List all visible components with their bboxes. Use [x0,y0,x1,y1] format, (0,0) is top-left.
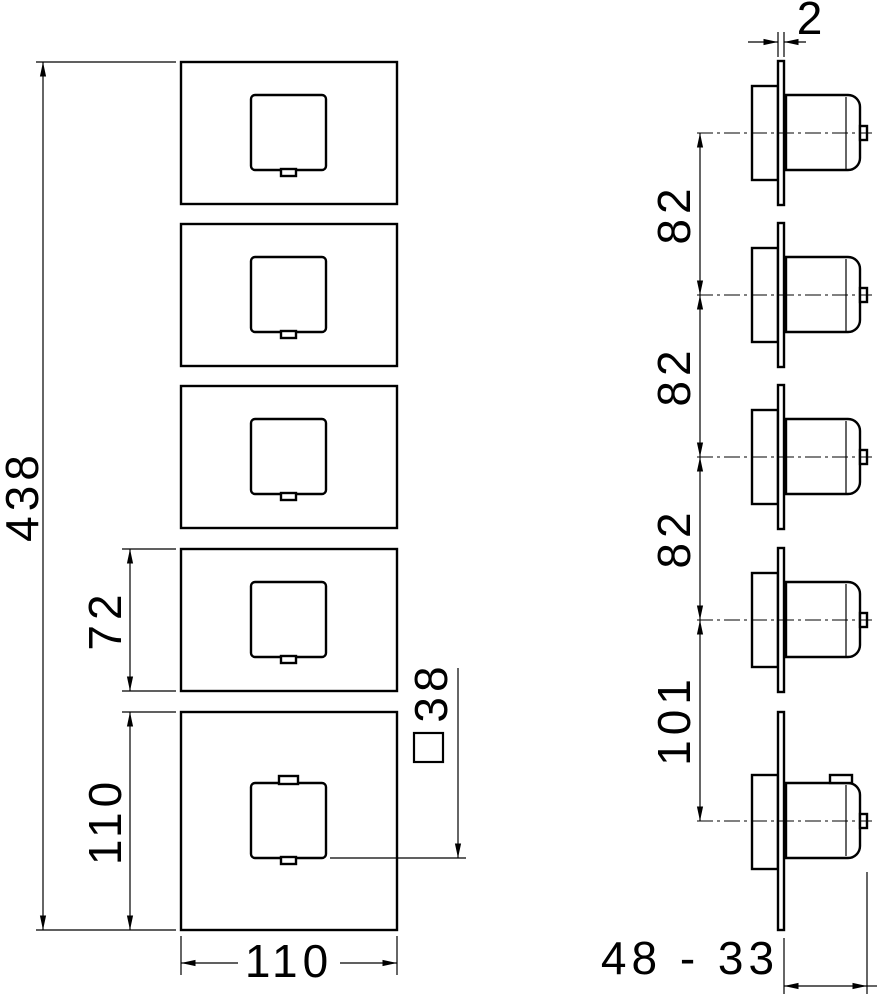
dimension-lines [36,32,877,994]
square-symbol [412,731,445,764]
knob-4 [249,580,328,659]
knob-1 [249,93,328,172]
dim-total-height: 438 [0,450,48,542]
dim-small-plate-height: 72 [79,589,131,650]
dim-knob-size: 38 [405,661,457,722]
dim-spacing-3: 82 [648,507,700,568]
center-lines [697,132,872,822]
dimension-labels: 438 72 110 110 38 2 82 82 82 101 48 - 33 [0,0,828,987]
dim-mixer-plate-height: 110 [79,777,131,865]
knob-indicator-tabs [277,167,300,866]
front-view [179,60,399,932]
knob-2 [249,255,328,334]
dim-plate-width: 110 [245,935,333,987]
knob-3 [249,417,328,496]
dim-large-spacing: 101 [648,674,700,766]
dim-spacing-2: 82 [648,345,700,406]
side-view [697,59,872,932]
dim-spacing-1: 82 [648,183,700,244]
knob-5 [249,781,328,860]
dim-plate-thickness: 2 [797,0,828,44]
dim-depth-range: 48 - 33 [601,932,779,984]
